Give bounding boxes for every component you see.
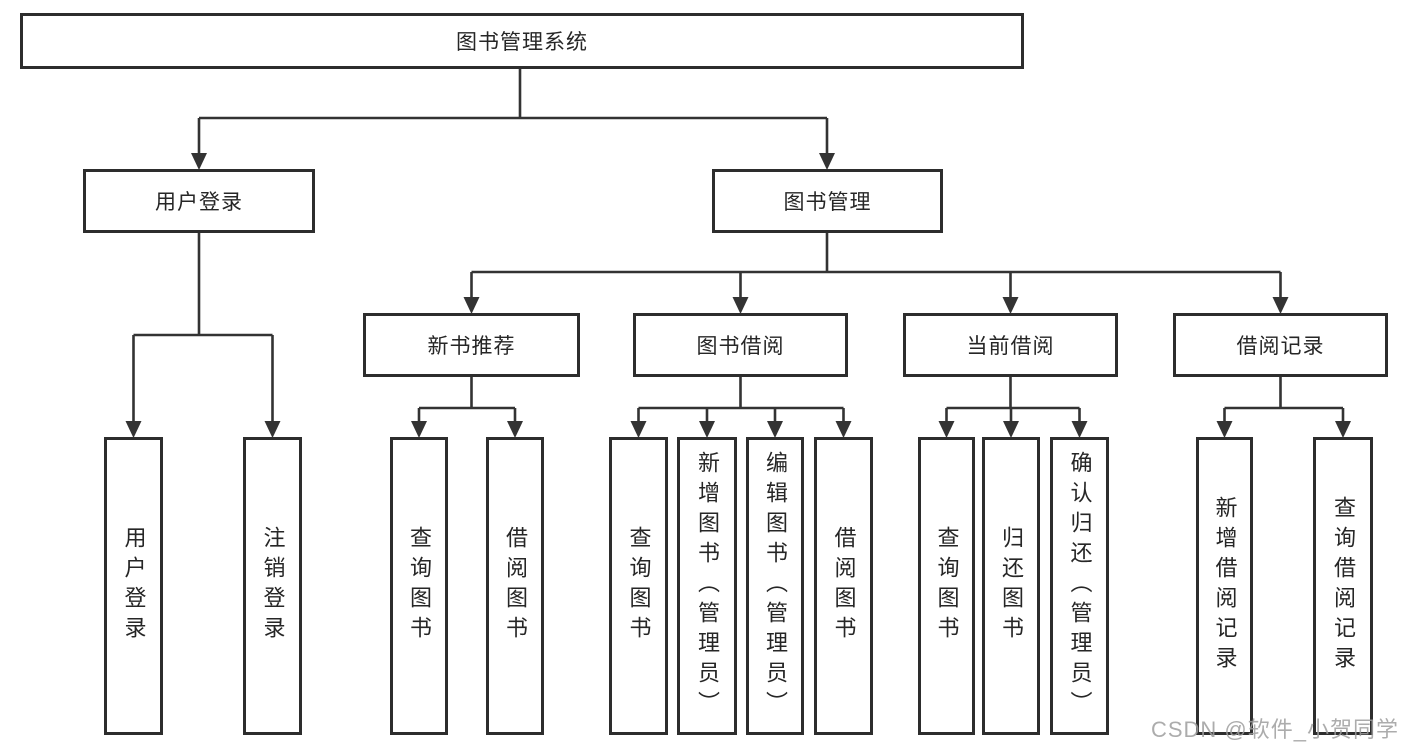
leaf-logout: 注销登录	[243, 437, 302, 735]
leaf-label: 借阅图书	[831, 526, 857, 646]
leaf-query-books-borrow: 查询图书	[609, 437, 668, 735]
node-user-login: 用户登录	[83, 169, 315, 233]
node-book-borrowing: 图书借阅	[633, 313, 848, 377]
node-book-management: 图书管理	[712, 169, 943, 233]
node-new-book-recommendation: 新书推荐	[363, 313, 580, 377]
leaf-user-login: 用户登录	[104, 437, 163, 735]
leaf-query-books-recommend: 查询图书	[390, 437, 448, 735]
leaf-label: 查询借阅记录	[1331, 496, 1356, 676]
leaf-label: 查询图书	[407, 526, 432, 646]
leaf-label: 借阅图书	[503, 526, 528, 646]
leaf-label: 编辑图书（管理员）	[763, 451, 788, 721]
csdn-watermark: CSDN @软件_小贺同学	[1150, 717, 1399, 742]
leaf-borrow-books: 借阅图书	[814, 437, 873, 735]
leaf-label: 归还图书	[999, 526, 1024, 646]
leaf-borrow-books-recommend: 借阅图书	[486, 437, 544, 735]
leaf-query-borrow-record: 查询借阅记录	[1313, 437, 1373, 735]
leaf-label: 新增借阅记录	[1212, 496, 1238, 676]
leaf-label: 用户登录	[121, 526, 147, 646]
node-current-borrowing: 当前借阅	[903, 313, 1118, 377]
leaf-add-book-admin: 新增图书（管理员）	[677, 437, 737, 735]
leaf-label: 查询图书	[934, 526, 960, 646]
leaf-label: 查询图书	[626, 526, 652, 646]
leaf-return-books: 归还图书	[982, 437, 1040, 735]
leaf-edit-book-admin: 编辑图书（管理员）	[746, 437, 804, 735]
leaf-label: 确认归还（管理员）	[1067, 451, 1093, 721]
leaf-query-books-current: 查询图书	[918, 437, 975, 735]
leaf-add-borrow-record: 新增借阅记录	[1196, 437, 1253, 735]
arrowheads	[125, 153, 1351, 438]
leaf-label: 新增图书（管理员）	[695, 451, 720, 721]
node-borrowing-records: 借阅记录	[1173, 313, 1388, 377]
node-library-management-system: 图书管理系统	[20, 13, 1024, 69]
leaf-label: 注销登录	[260, 526, 286, 646]
leaf-confirm-return-admin: 确认归还（管理员）	[1050, 437, 1109, 735]
